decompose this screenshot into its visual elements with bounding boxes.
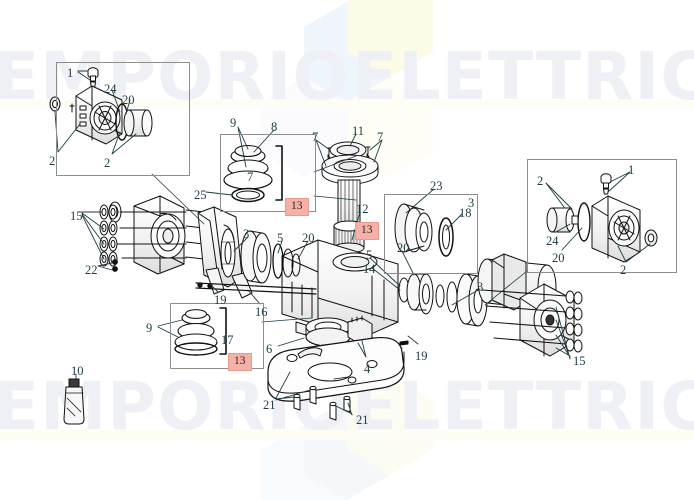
callout-label-4: 4 <box>364 362 371 376</box>
part-group-swing-arm-left <box>195 206 317 299</box>
callout-label-1: 1 <box>67 66 74 80</box>
callout-label-18: 18 <box>459 206 472 220</box>
callout-label-19: 19 <box>214 293 227 307</box>
callout-label-17: 17 <box>221 333 234 347</box>
part-group-pulley-right <box>398 273 488 327</box>
callout-label-7: 7 <box>377 130 384 144</box>
part-group-upper-right-motor <box>546 173 658 263</box>
callout-label-23: 23 <box>430 179 443 193</box>
callout-label-5: 5 <box>366 248 373 262</box>
inset-upper-left <box>56 62 190 176</box>
callout-label-19: 19 <box>415 349 428 363</box>
callout-label-24: 24 <box>546 234 559 248</box>
callout-label-3: 3 <box>468 196 475 210</box>
part-group-bearing-kit <box>394 203 454 257</box>
part-group-right-motor <box>477 253 583 357</box>
callout-label-15: 15 <box>573 354 586 368</box>
callout-label-6: 6 <box>266 342 273 356</box>
inset-bearing-kit <box>384 194 478 274</box>
callout-label-7: 7 <box>247 170 254 184</box>
callout-label-15: 15 <box>70 209 83 223</box>
kit-badge-13[interactable]: 13 <box>355 222 379 240</box>
callout-label-2: 2 <box>537 174 544 188</box>
callout-label-8: 8 <box>271 120 278 134</box>
callout-label-24: 24 <box>104 82 117 96</box>
callout-label-22: 22 <box>85 263 98 277</box>
callout-label-3: 3 <box>243 227 250 241</box>
callout-label-20: 20 <box>302 231 315 245</box>
part-group-pulley-left <box>240 230 301 284</box>
inset-upper-right <box>527 159 677 273</box>
part-group-boot-lower <box>174 307 227 356</box>
callout-label-16: 16 <box>255 305 268 319</box>
callout-label-5: 5 <box>277 231 284 245</box>
part-group-main-housing <box>281 239 399 350</box>
callout-label-1: 1 <box>628 163 635 177</box>
callout-label-12: 12 <box>356 202 369 216</box>
kit-badge-13[interactable]: 13 <box>228 353 252 371</box>
callout-label-20: 20 <box>122 93 135 107</box>
part-group-grease-bottle <box>63 378 85 425</box>
callout-label-21: 21 <box>356 413 369 427</box>
callout-label-9: 9 <box>230 116 237 130</box>
callout-label-2: 2 <box>104 156 111 170</box>
callout-label-2: 2 <box>49 154 56 168</box>
callout-label-25: 25 <box>194 188 207 202</box>
callout-label-20: 20 <box>397 241 410 255</box>
callout-label-9: 9 <box>146 321 153 335</box>
kit-badge-13[interactable]: 13 <box>285 198 309 216</box>
callout-label-20: 20 <box>552 251 565 265</box>
part-group-base-plate <box>267 315 409 421</box>
callout-label-10: 10 <box>71 364 84 378</box>
inset-boot-lower <box>170 303 264 369</box>
callout-label-21: 21 <box>263 398 276 412</box>
callout-label-11: 11 <box>352 124 365 138</box>
callout-label-14: 14 <box>363 262 376 276</box>
callout-label-2: 2 <box>620 263 627 277</box>
callout-label-3: 3 <box>477 280 484 294</box>
callout-label-7: 7 <box>312 130 319 144</box>
